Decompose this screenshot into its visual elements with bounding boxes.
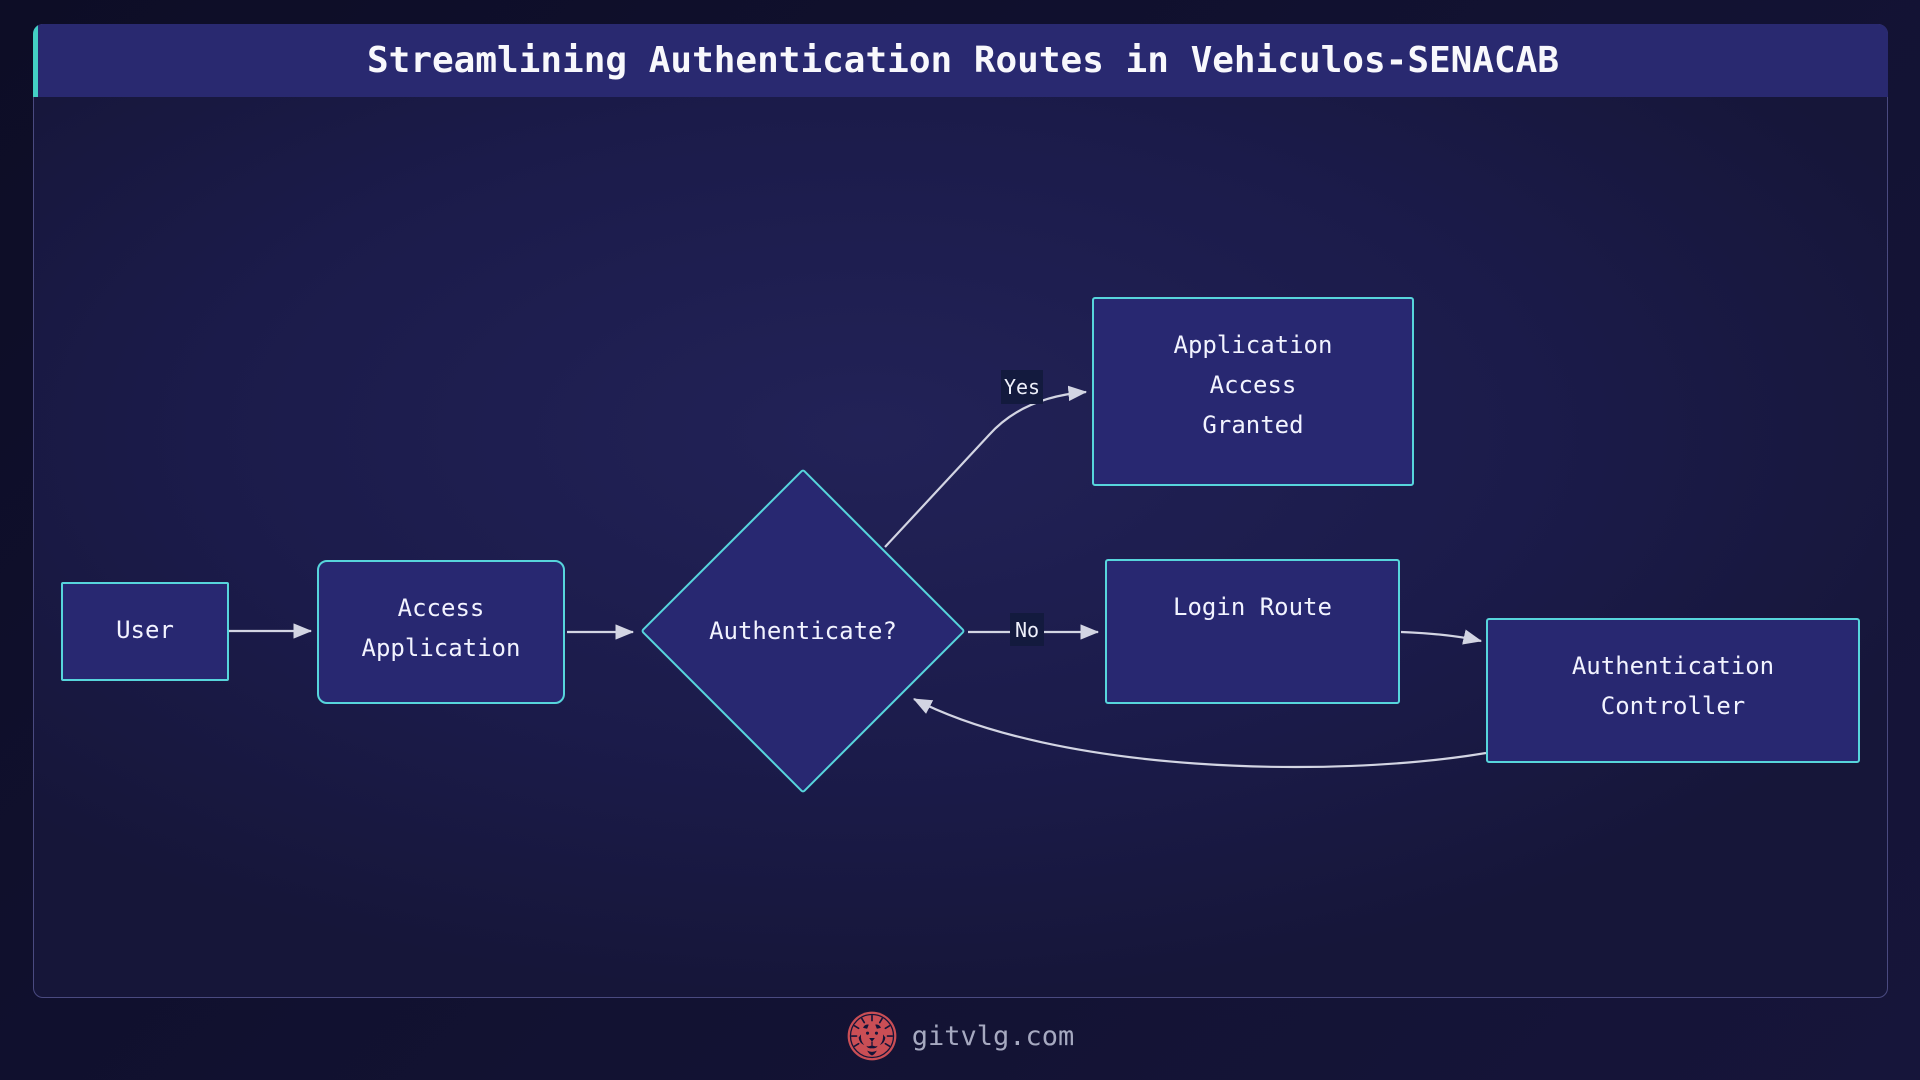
node-user-label: User [116,616,174,644]
node-authentication-controller-label-line1: Authentication [1571,652,1775,680]
node-application-access-granted-label-line1: Application [1173,331,1333,359]
node-authentication-controller-label-line2: Controller [1600,692,1746,720]
node-authenticate-label: Authenticate? [709,617,897,645]
title-accent-bar [33,24,38,97]
edge-label-no: No [1010,613,1044,646]
node-authentication-controller: Authentication Controller [1486,618,1860,763]
lion-medallion-icon [847,1011,897,1061]
node-login-route-label: Login Route [1173,593,1332,621]
edge-authentication-controller-to-authenticate [913,698,1487,769]
node-application-access-granted-label-line3: Granted [1202,411,1304,439]
node-access-application-label-line2: Application [361,634,521,662]
node-access-application-label-line1: Access [397,594,485,622]
node-application-access-granted-label-line2: Access [1209,371,1297,399]
node-application-access-granted: Application Access Granted [1092,297,1414,486]
page-title: Streamlining Authentication Routes in Ve… [366,40,1560,81]
node-access-application: Access Application [317,560,565,704]
edge-login-route-to-authentication-controller [1400,629,1483,645]
node-login-route: Login Route [1105,559,1400,704]
footer: gitvlg.com [0,1006,1920,1066]
edge-label-yes: Yes [1001,370,1043,404]
edge-authenticate-yes-to-application-access-granted [884,385,1088,548]
diagram-panel: Streamlining Authentication Routes in Ve… [33,24,1888,998]
node-user: User [61,582,229,681]
title-bar: Streamlining Authentication Routes in Ve… [33,24,1888,97]
footer-site-text: gitvlg.com [911,1020,1075,1052]
